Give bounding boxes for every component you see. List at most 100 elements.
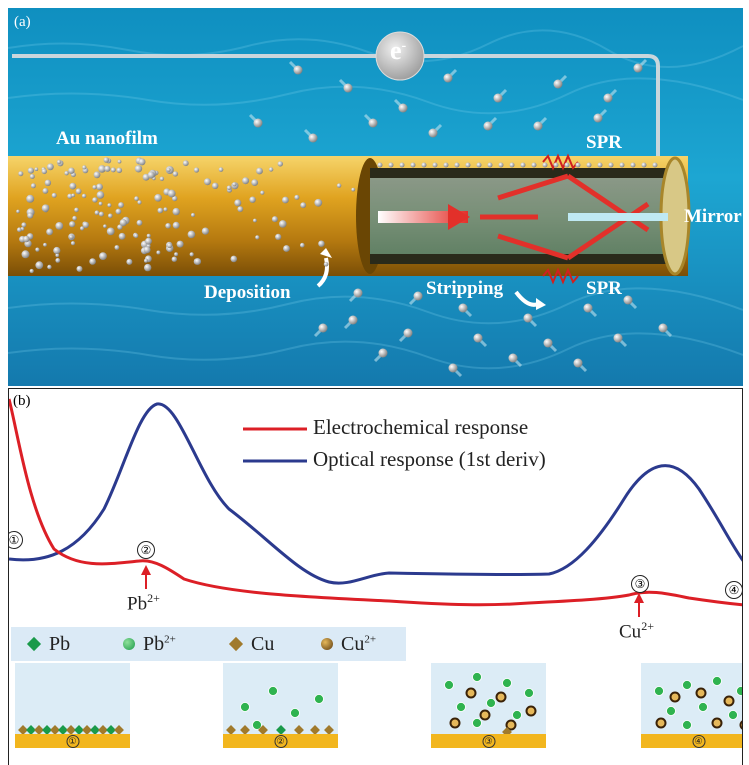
stage-3-particles (444, 672, 537, 737)
surface-particle (443, 162, 449, 168)
pb-ion (240, 702, 250, 712)
key-pb: Pb (49, 633, 71, 655)
deposited-particle (253, 218, 257, 223)
surface-particle (553, 162, 559, 168)
deposited-particle (70, 241, 76, 246)
deposited-atom (18, 725, 28, 735)
deposited-particle (82, 165, 87, 170)
deposited-particle (283, 245, 290, 252)
deposited-particle (351, 187, 356, 192)
deposited-particle (56, 159, 62, 165)
surface-particle (410, 162, 416, 168)
deposited-particle (69, 221, 76, 228)
deposited-particle (107, 203, 112, 208)
pb-ion (456, 702, 466, 712)
deposited-particle (143, 246, 151, 254)
deposited-particle (300, 242, 305, 248)
deposited-particle (108, 213, 113, 219)
stripping-label: Stripping (426, 278, 504, 299)
deposited-particle (55, 258, 61, 263)
surface-particle (597, 162, 603, 168)
pb-ion (512, 710, 522, 720)
legend-electrochemical: Electrochemical response (313, 415, 529, 439)
deposited-particle (336, 183, 342, 188)
ion-particle (253, 118, 263, 128)
deposited-particles (16, 157, 658, 274)
deposited-particle (110, 167, 116, 173)
deposited-particle (154, 194, 162, 202)
ion-particle (428, 128, 438, 138)
electron-label: e- (390, 36, 407, 65)
deposited-particle (44, 179, 52, 186)
ion-particle (403, 328, 413, 338)
surface-particle (575, 162, 581, 168)
deposited-particle (18, 171, 24, 177)
optical-response-curve (9, 402, 742, 585)
panel-a-illustration: (a) e- Au nanofilm SPR SPR Mirror Deposi… (8, 8, 743, 386)
deposited-atom (26, 725, 36, 735)
surface-particle (608, 162, 614, 168)
surface-particle (399, 162, 405, 168)
stage-1-particles (18, 725, 124, 735)
deposited-particle (251, 179, 259, 187)
deposited-particle (47, 264, 52, 270)
deposited-atom (98, 725, 108, 735)
deposited-particle (35, 247, 40, 252)
deposited-particle (104, 165, 111, 172)
deposited-particle (137, 200, 142, 205)
deposited-particle (16, 209, 20, 214)
ion-particle (348, 315, 358, 325)
deposited-particle (157, 207, 164, 214)
deposited-particle (27, 212, 34, 219)
deposited-particle (103, 157, 110, 163)
deposited-atom (106, 725, 116, 735)
deposited-particle (89, 258, 96, 265)
ion-particle (633, 63, 643, 73)
deposited-particle (35, 261, 44, 270)
response-curves (9, 398, 742, 617)
stage-box-4: ④ (641, 663, 742, 748)
stage-marker-1: ① (9, 531, 23, 549)
deposited-particle (96, 191, 105, 199)
deposited-particle (275, 233, 282, 240)
deposited-particle (171, 256, 177, 262)
deposited-particle (300, 202, 307, 209)
ion-particle (623, 295, 633, 305)
deposited-particle (323, 261, 329, 267)
deposited-atom (90, 725, 100, 735)
deposited-atom (114, 725, 124, 735)
surface-particle (520, 162, 526, 168)
surface-particle (542, 162, 548, 168)
deposited-atom (58, 725, 68, 735)
deposited-atom (66, 725, 76, 735)
deposited-particle (46, 228, 53, 236)
pb-ion (654, 686, 664, 696)
deposited-particle (163, 207, 168, 212)
ion-particle (318, 323, 328, 333)
deposited-particle (76, 265, 83, 272)
deposited-particle (47, 163, 54, 171)
deposited-particle (29, 174, 35, 179)
pb-ion (524, 688, 534, 698)
deposited-particle (96, 183, 103, 191)
deposited-particle (55, 222, 64, 230)
pb-ion (472, 718, 482, 728)
deposited-atom (74, 725, 84, 735)
deposited-particle (118, 232, 126, 240)
deposited-particle (55, 253, 60, 258)
surface-particle (498, 162, 504, 168)
deposited-atom (324, 725, 334, 735)
deposited-particle (146, 233, 151, 238)
deposited-particle (172, 171, 179, 177)
ion-particle (293, 65, 303, 75)
spr-top-label: SPR (586, 132, 622, 153)
au-nanofilm-label: Au nanofilm (56, 128, 158, 149)
deposited-particle (64, 171, 69, 176)
deposited-particle (118, 202, 124, 208)
deposited-particle (69, 234, 74, 240)
pb-ion (682, 720, 692, 730)
deposited-particle (279, 220, 287, 228)
ion-particle (308, 133, 318, 143)
surface-particle (432, 162, 438, 168)
pb-ion (314, 694, 324, 704)
